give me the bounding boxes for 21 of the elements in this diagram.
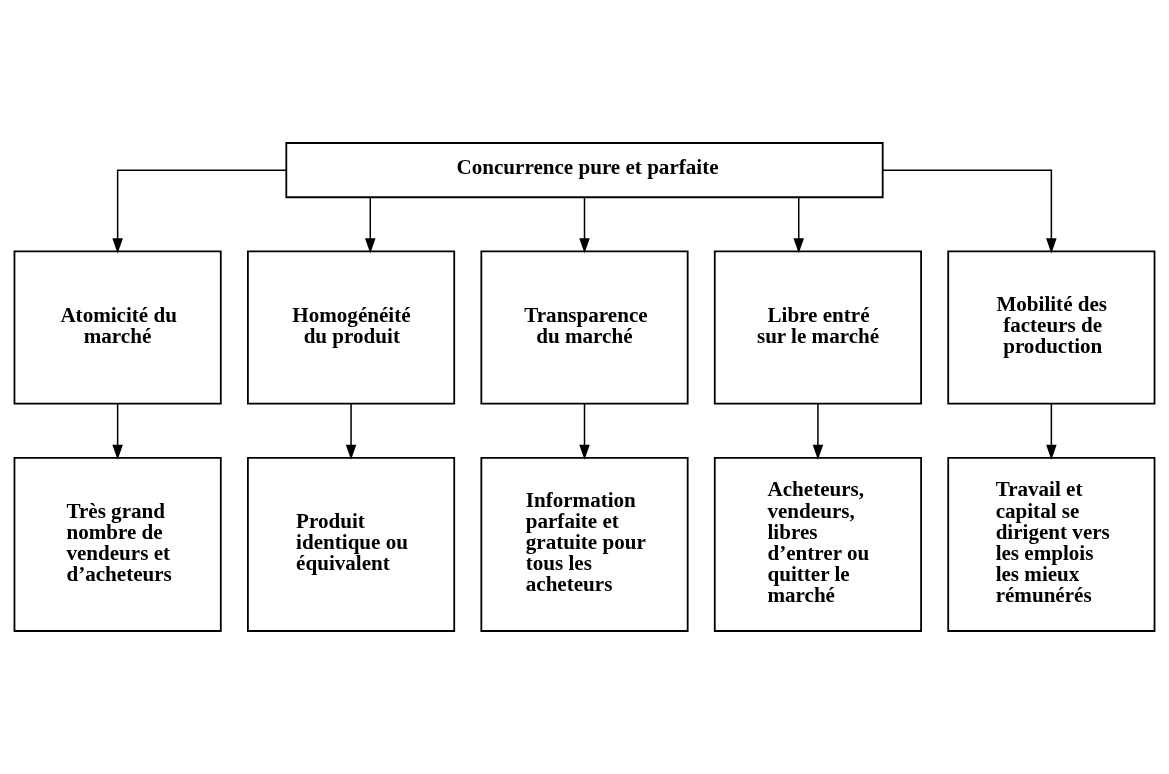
arrow (579, 403, 590, 460)
arrow (1046, 403, 1057, 460)
arrow (365, 196, 376, 254)
arrow (882, 169, 1057, 254)
node-box: Produit identique ou équivalent (247, 456, 456, 632)
node-box: Mobilité des facteurs de production (947, 250, 1156, 405)
node-box: Concurrence pure et parfaite (285, 142, 884, 199)
node-box: Acheteurs, vendeurs, libres d’entrer ou quitter le marché (713, 456, 922, 632)
node-box: Libre entré sur le marché (713, 250, 922, 405)
arrow (112, 169, 287, 254)
arrow (793, 196, 804, 254)
node-box: Atomicité du marché (13, 250, 222, 405)
node-box: Information parfaite et gratuite pour tous les acheteurs (480, 456, 689, 632)
arrow (812, 403, 824, 460)
node-box: Transparence du marché (480, 250, 689, 405)
node-box: Très grand nombre de vendeurs et d’acheteurs (13, 456, 222, 632)
arrow (112, 403, 123, 460)
arrow (579, 196, 590, 254)
node-box: Homogénéité du produit (247, 250, 456, 405)
node-box: Travail et capital se dirigent vers les emplois les mieux rémunérés (947, 456, 1156, 632)
arrow (345, 403, 357, 460)
